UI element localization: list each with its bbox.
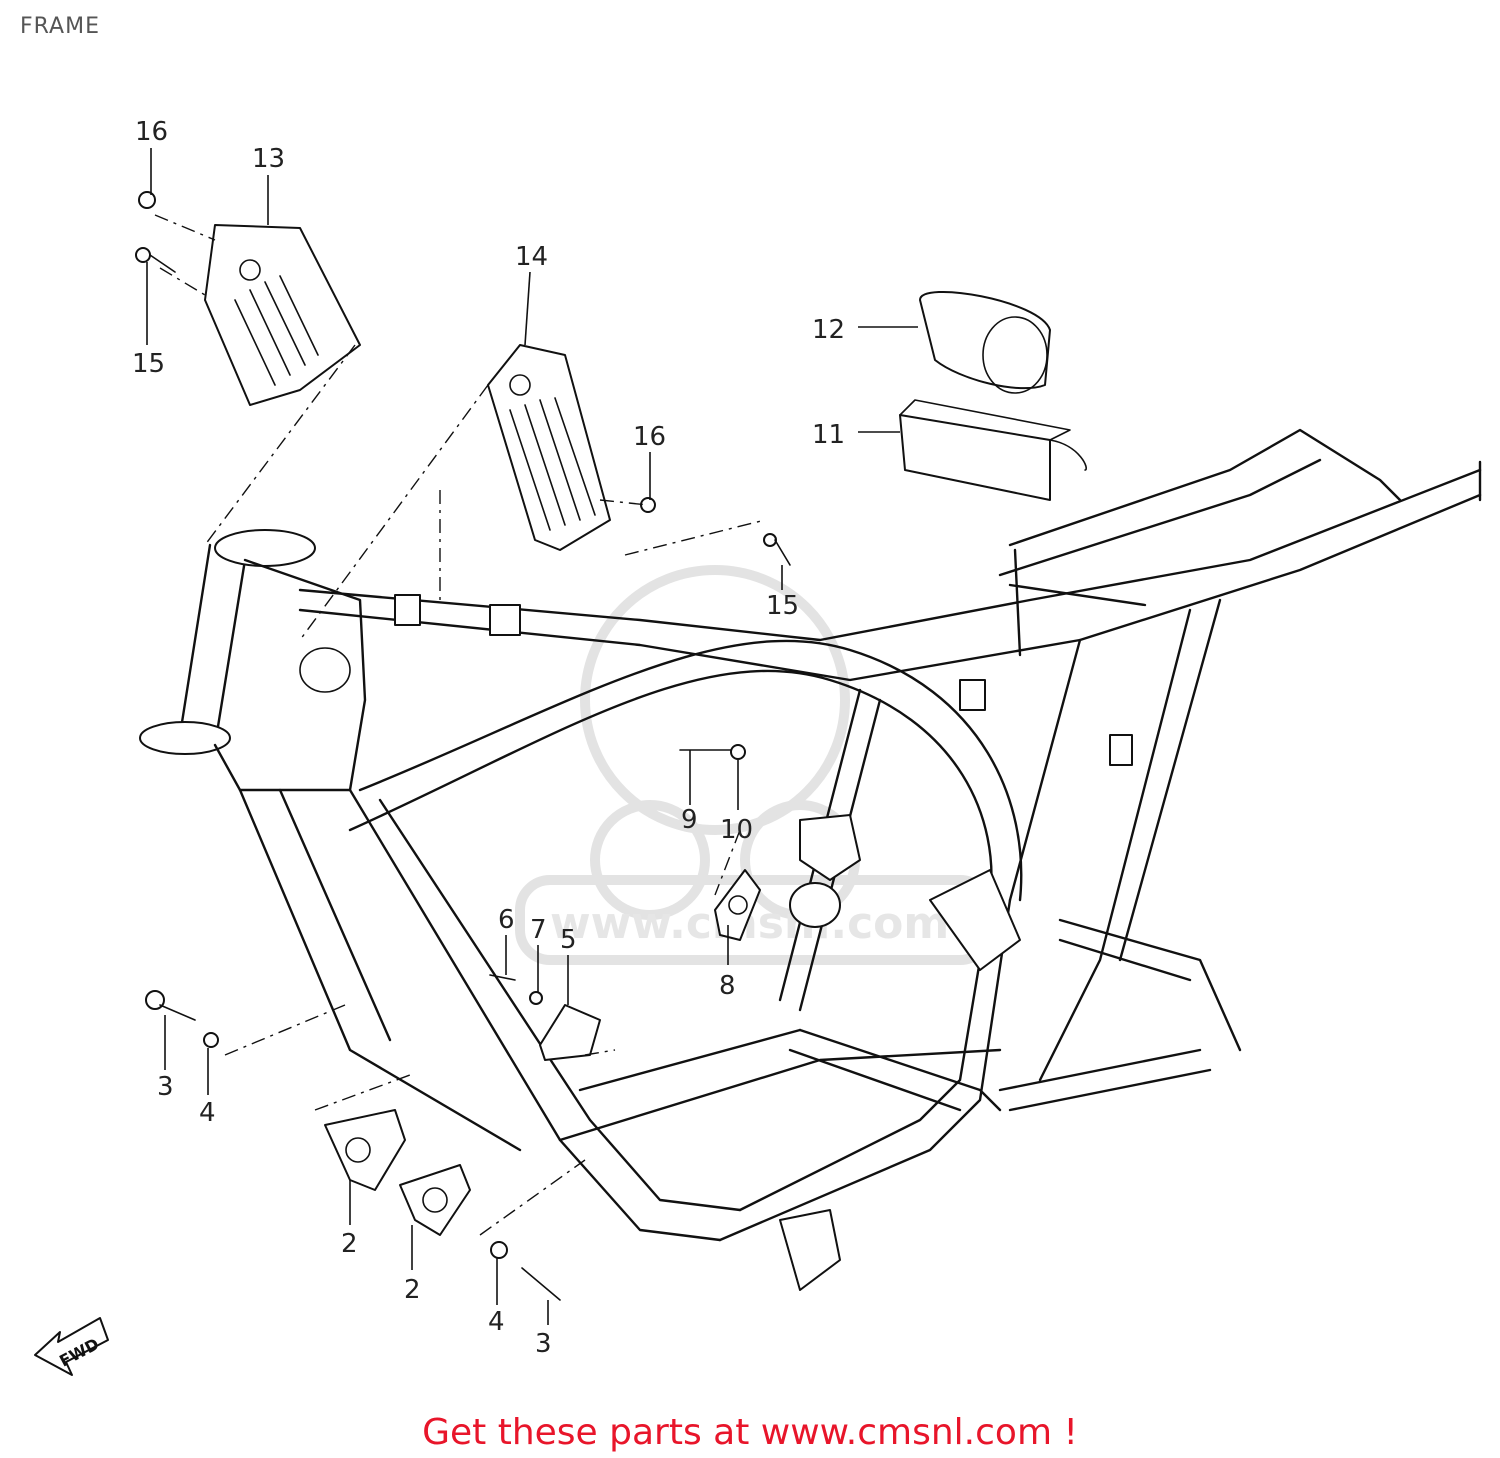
callout-9: 9 [681,805,698,835]
motorcycle-frame [139,428,1482,1291]
callout-12: 12 [812,315,845,345]
backbone-loop [348,669,993,902]
front-down-tube [238,788,522,1152]
callout-8: 8 [719,971,736,1001]
callout-5: 5 [560,925,577,955]
watermark: www.cmsnl.com [515,565,995,965]
callout-14: 14 [515,242,548,272]
top-tube-right [298,493,1482,682]
tool-case-cover [919,290,1051,394]
fwd-arrow: FWD [34,1317,109,1376]
tool-box [899,399,1087,501]
top-tube-left [298,468,1482,642]
callout-16-top: 16 [135,117,168,147]
callout-15-left: 15 [132,349,165,379]
callout-4-left: 4 [199,1098,216,1128]
engine-mount-plates [324,869,761,1236]
callout-3-bottom: 3 [535,1329,552,1359]
callout-numbers: 16 13 15 14 16 12 11 15 9 10 8 6 7 5 3 4… [132,117,845,1359]
callout-10: 10 [720,815,753,845]
page-title: FRAME [20,14,100,39]
callout-7: 7 [530,915,547,945]
frame-cover-left [204,224,361,406]
callout-13: 13 [252,144,285,174]
steering-head [178,543,247,747]
get-parts-link[interactable]: Get these parts at www.cmsnl.com ! [422,1412,1078,1453]
callout-15-mid: 15 [766,591,799,621]
callout-2-left: 2 [341,1229,358,1259]
frame-cover-right [487,344,611,551]
callout-11: 11 [812,420,845,450]
callout-3-left: 3 [157,1072,174,1102]
bottom-rail [718,898,1012,1242]
callout-16-mid: 16 [633,422,666,452]
callout-6: 6 [498,905,515,935]
callout-4-bottom: 4 [488,1307,505,1337]
callout-2-mid: 2 [404,1275,421,1305]
alignment-lines [154,214,766,1236]
fasteners [135,191,791,1301]
leader-lines [146,148,918,1325]
